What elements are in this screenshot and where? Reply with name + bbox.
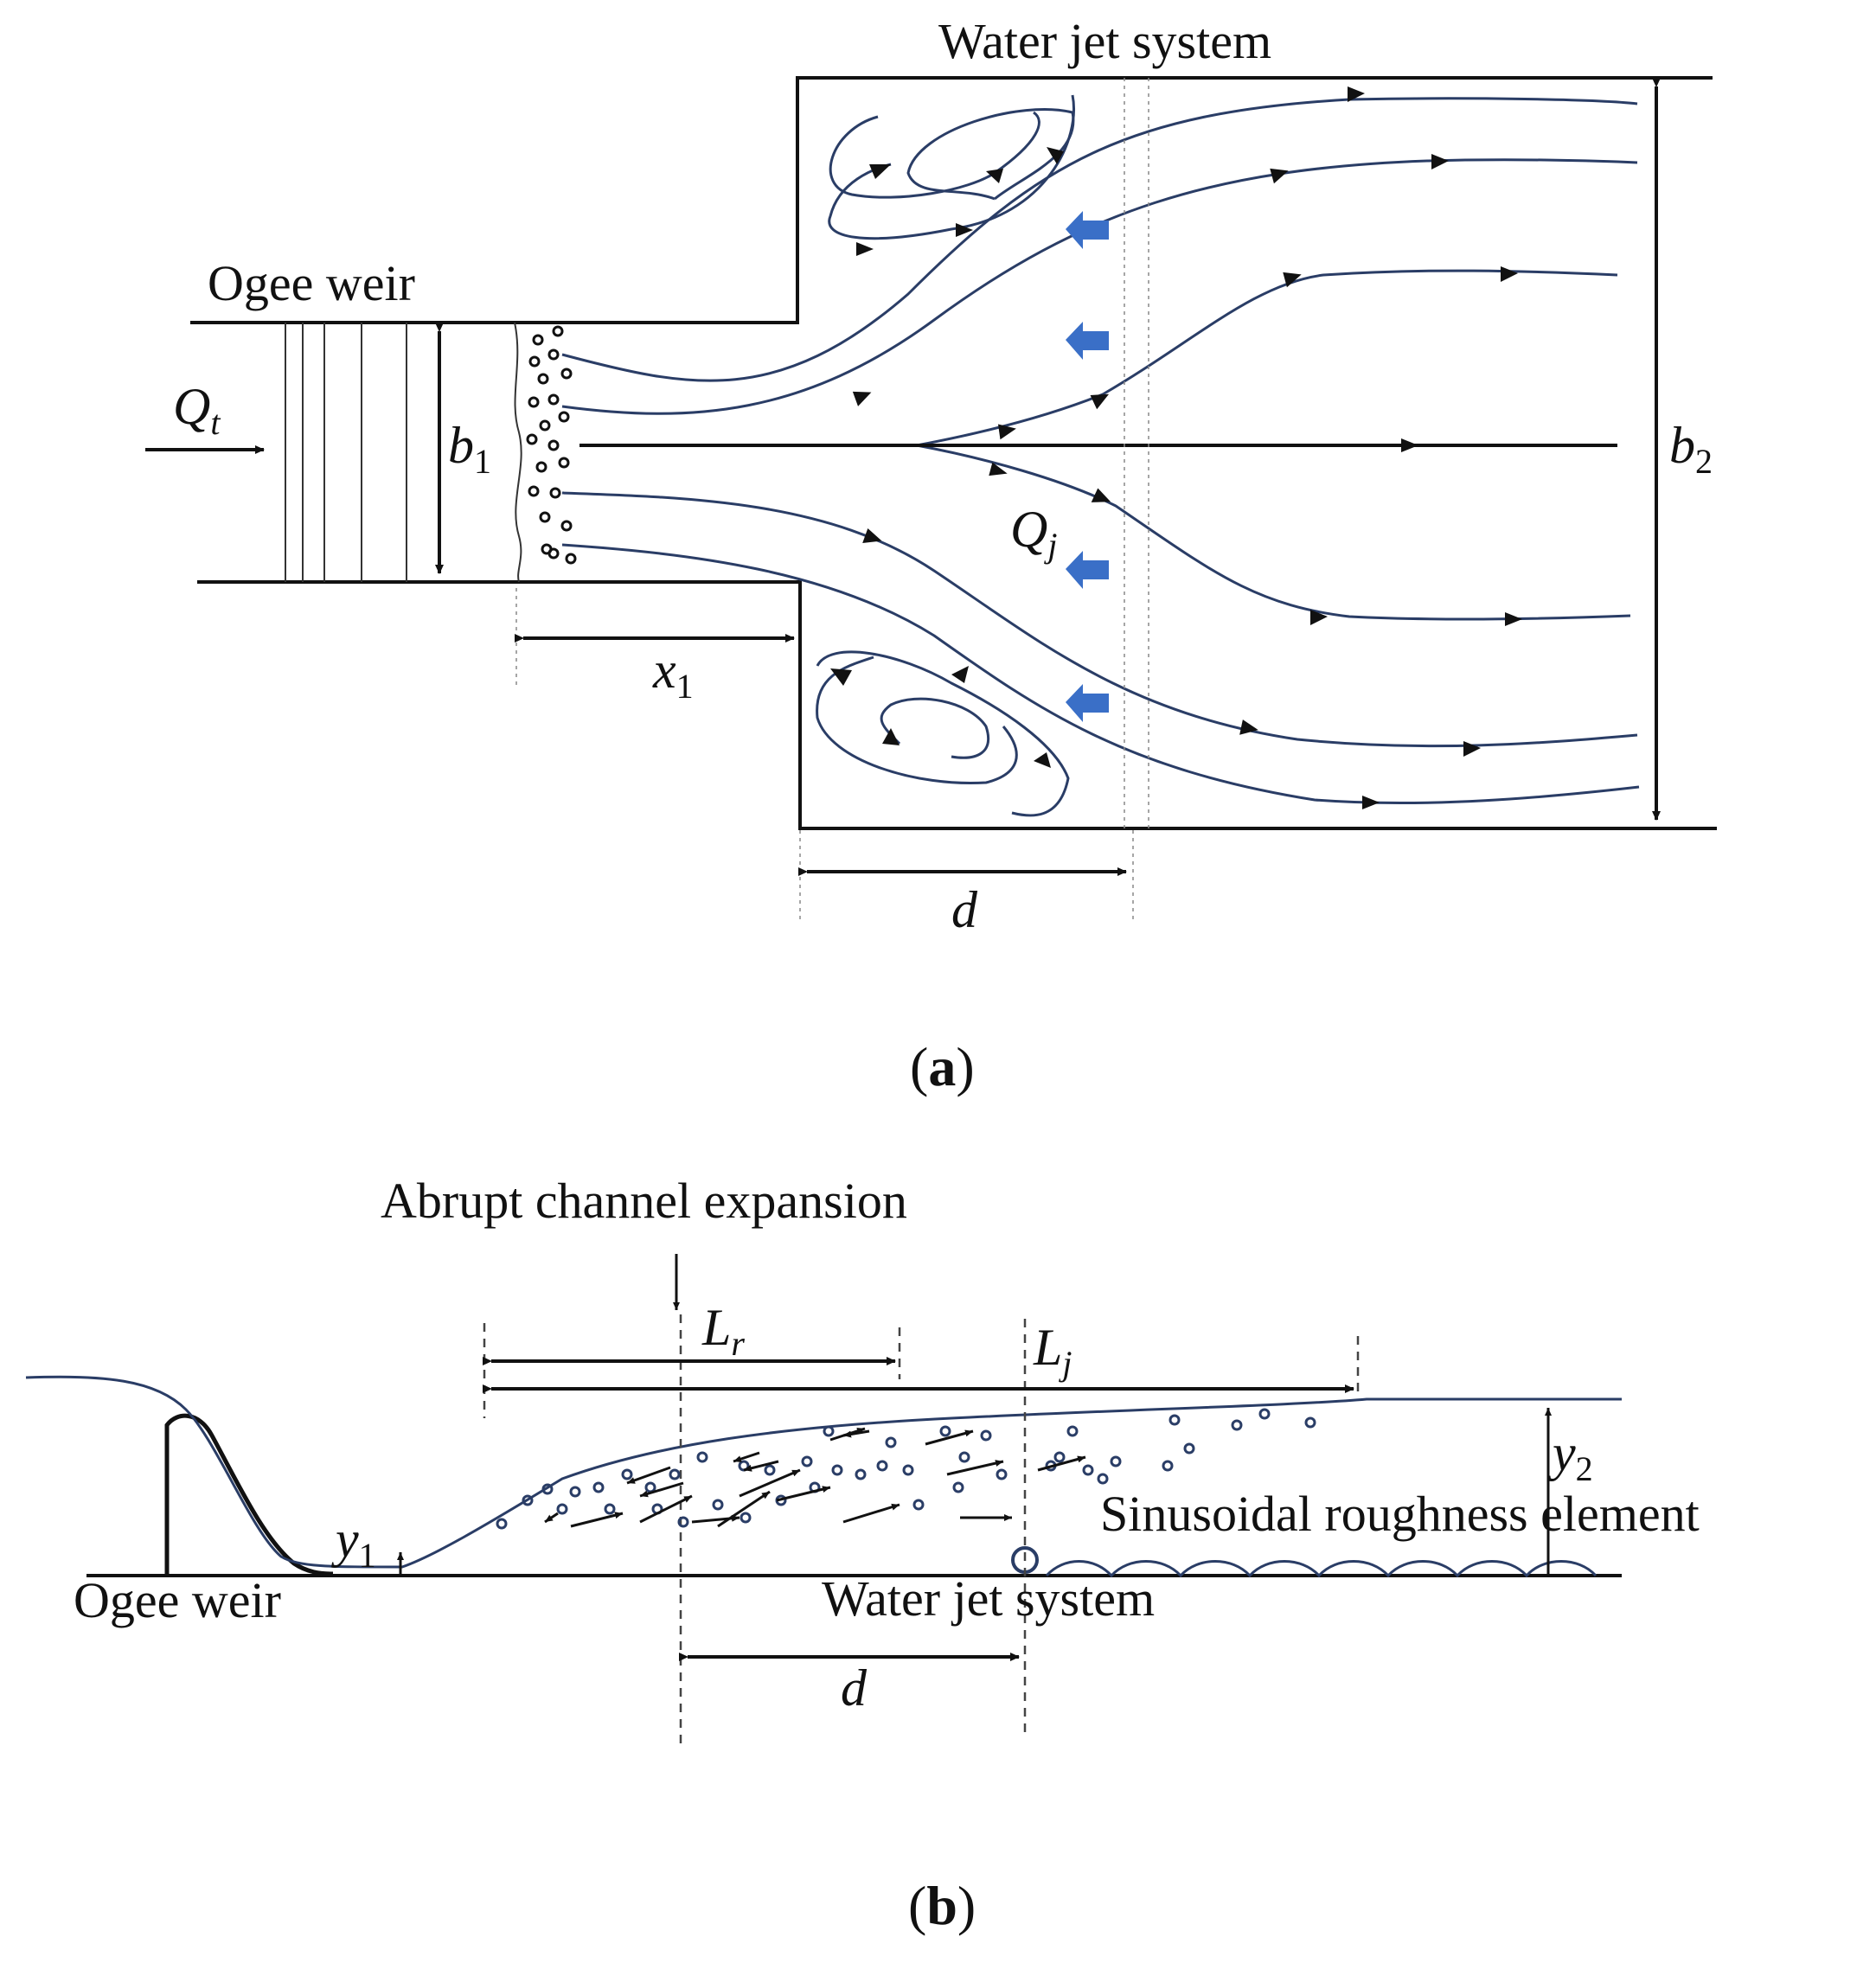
water-surface <box>25 1375 1622 1569</box>
roughness-element-label: Sinusoidal roughness element <box>1100 1486 1700 1542</box>
caption-b: (b) <box>908 1875 976 1936</box>
recirculation-eddy-upper <box>828 94 1075 256</box>
streamline <box>561 97 1638 382</box>
dimension-lines-b <box>397 1254 1552 1661</box>
y1-symbol: y1 <box>330 1511 376 1575</box>
qt-symbol: Qt <box>173 378 221 442</box>
lr-symbol: Lr <box>701 1299 745 1363</box>
roller-flow-arrows <box>544 1427 1086 1528</box>
jet-arrow-icon <box>1066 551 1109 589</box>
lj-symbol: Lj <box>1033 1319 1072 1383</box>
ogee-weir-label: Ogee weir <box>208 255 415 311</box>
streamline <box>561 543 1640 805</box>
water-jet-system-label: Water jet system <box>938 13 1271 69</box>
abrupt-expansion-label: Abrupt channel expansion <box>381 1173 907 1229</box>
jet-arrow-icon <box>1066 322 1109 360</box>
panel-b-side-view: Abrupt channel expansion Lr Lj y1 y2 Sin… <box>25 1173 1700 1936</box>
streamline-arrowheads <box>852 86 1522 809</box>
x1-symbol: x1 <box>652 642 694 706</box>
qj-symbol: Qj <box>1010 501 1057 565</box>
b1-symbol: b1 <box>448 417 491 481</box>
water-jet-system-label-b: Water jet system <box>822 1570 1155 1627</box>
caption-a: (a) <box>910 1036 975 1097</box>
roller-bubbles <box>496 1408 1316 1530</box>
jet-arrow-icon <box>1066 684 1109 722</box>
ogee-weir-plan-lines <box>285 323 407 582</box>
streamline <box>561 158 1638 415</box>
b2-symbol: b2 <box>1669 417 1713 481</box>
jet-arrows <box>1066 211 1109 722</box>
ogee-weir-label-b: Ogee weir <box>74 1572 281 1628</box>
jump-bubbles <box>526 325 577 565</box>
panel-a-plan-view: Water jet system Ogee weir Qt b1 b2 x1 Q… <box>145 13 1717 1097</box>
recirculation-eddy-lower <box>816 650 1070 817</box>
hydraulic-jump-toe <box>514 322 522 583</box>
streamline <box>916 444 1631 621</box>
jet-arrow-icon <box>1066 211 1109 249</box>
y2-symbol: y2 <box>1547 1424 1593 1488</box>
sinusoidal-roughness-elements <box>1045 1560 1597 1578</box>
streamline <box>916 269 1618 447</box>
dimension-lines-a <box>145 78 1661 876</box>
ogee-weir-profile <box>164 1413 334 1576</box>
d-symbol-a: d <box>951 881 978 938</box>
d-symbol-b: d <box>841 1659 868 1717</box>
water-jet-guide-lines <box>515 78 1149 921</box>
channel-walls <box>190 76 1717 830</box>
